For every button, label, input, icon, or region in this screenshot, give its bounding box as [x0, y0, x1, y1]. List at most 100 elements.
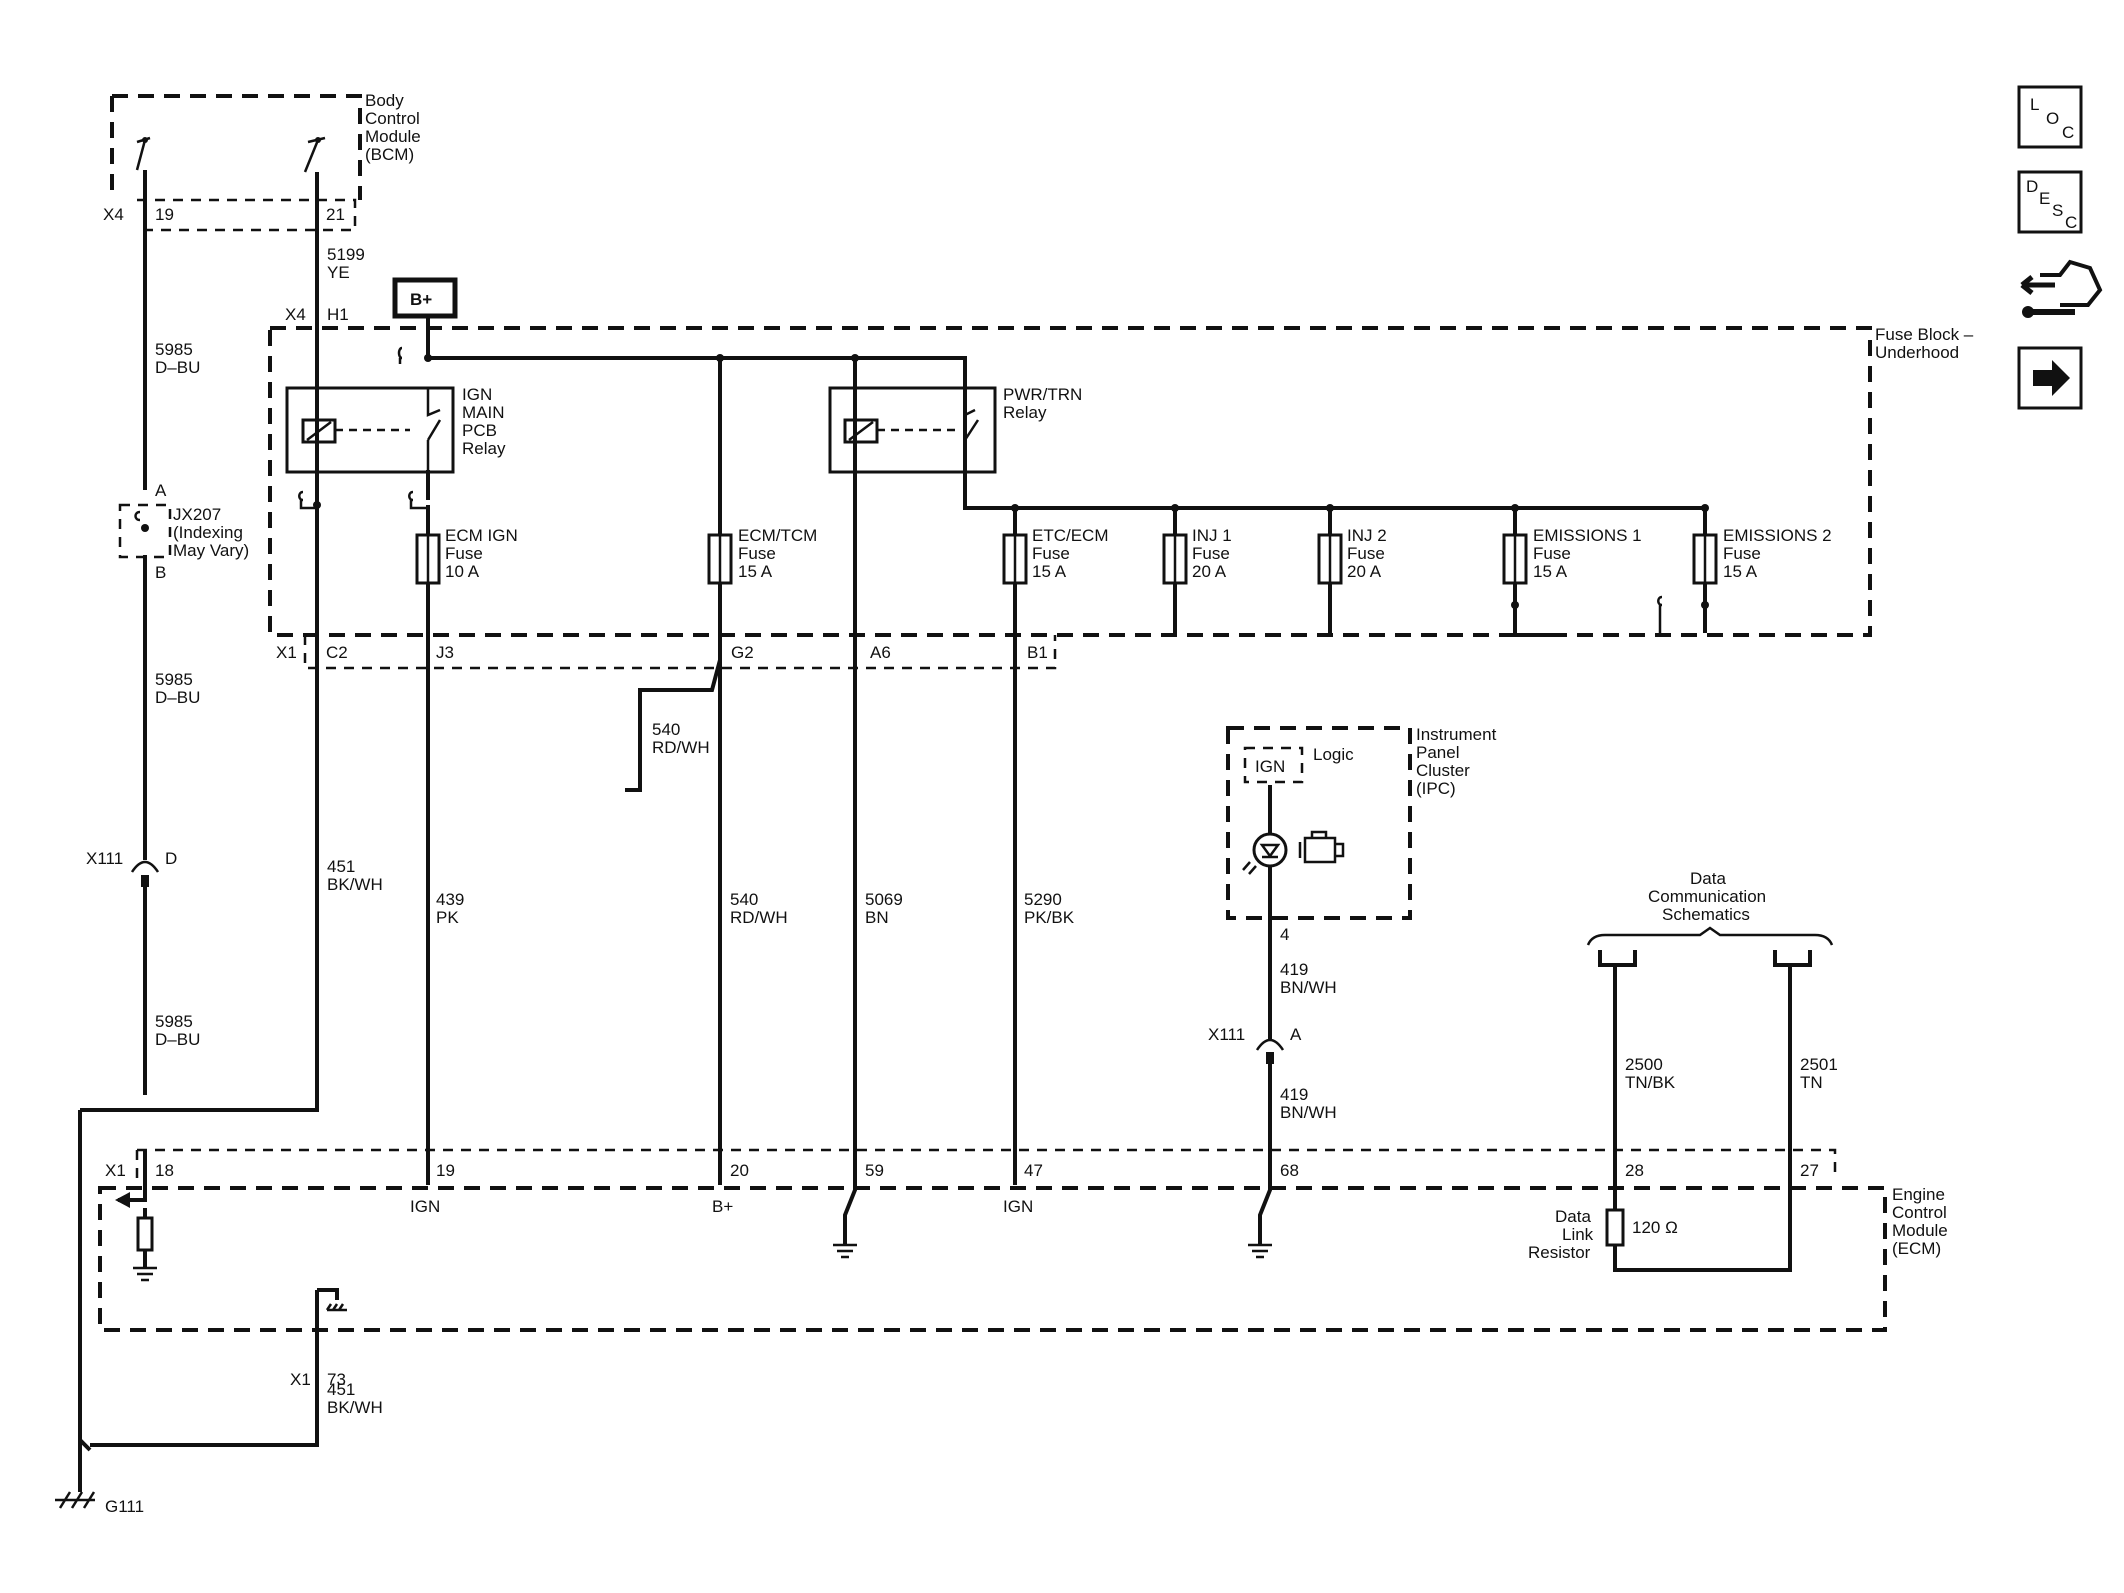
pwr-trn-relay: PWR/TRN Relay — [828, 385, 1082, 474]
pin-g2: G2 — [731, 643, 754, 662]
bcm-module: Body Control Module (BCM) X4 19 21 — [103, 91, 421, 232]
fuse-2-rating: 15 A — [738, 562, 773, 581]
ecm-label-2: Control — [1892, 1203, 1947, 1222]
data-comm-1: Data — [1690, 869, 1726, 888]
ecm-module: Engine Control Module (ECM) X1 18 19 20 … — [98, 1148, 1948, 1389]
fuse-1-name: ECM IGN — [445, 526, 518, 545]
fuse-7-kind: Fuse — [1723, 544, 1761, 563]
fuse-block-label-2: Underhood — [1875, 343, 1959, 362]
loc-o: O — [2046, 109, 2059, 128]
c419a-color: BN/WH — [1280, 978, 1337, 997]
c5290-color: PK/BK — [1024, 908, 1075, 927]
ign-relay-label-1: IGN — [462, 385, 492, 404]
fuse-2-kind: Fuse — [738, 544, 776, 563]
c439-num: 439 — [436, 890, 464, 909]
fuse-4-name: INJ 1 — [1192, 526, 1232, 545]
pin-19: 19 — [155, 205, 174, 224]
fuse-1-rating: 10 A — [445, 562, 480, 581]
c451-num: 451 — [327, 857, 355, 876]
ign-relay-label-4: Relay — [462, 439, 506, 458]
c2500-color: TN/BK — [1625, 1073, 1676, 1092]
bcm-label-1: Body — [365, 91, 404, 110]
desc-c: C — [2065, 213, 2077, 232]
connector-icon[interactable] — [2020, 259, 2103, 318]
c419a-num: 419 — [1280, 960, 1308, 979]
fuse-1-kind: Fuse — [445, 544, 483, 563]
fuse-4-rating: 20 A — [1192, 562, 1227, 581]
jx-pin-b: B — [155, 563, 166, 582]
nav-panel: L O C D E S C — [2017, 85, 2103, 410]
c419b-num: 419 — [1280, 1085, 1308, 1104]
pin-j3: J3 — [436, 643, 454, 662]
fuse-3-rating: 15 A — [1032, 562, 1067, 581]
loc-l: L — [2030, 95, 2039, 114]
g111-ground: G111 — [55, 1450, 144, 1516]
c5985c-num: 5985 — [155, 1012, 193, 1031]
desc-d: D — [2026, 177, 2038, 196]
resistor-label-1: Data — [1555, 1207, 1591, 1226]
pin-a6: A6 — [870, 643, 891, 662]
c5985a-num: 5985 — [155, 340, 193, 359]
engine-icon — [1298, 830, 1345, 864]
x111-pin-d: D — [165, 849, 177, 868]
ecm-label-3: Module — [1892, 1221, 1948, 1240]
bcm-label-4: (BCM) — [365, 145, 414, 164]
resistor-label-3: Resistor — [1528, 1243, 1591, 1262]
fuse-3-name: ETC/ECM — [1032, 526, 1109, 545]
connector-x4: X4 — [103, 205, 124, 224]
c5985c-color: D–BU — [155, 1030, 200, 1049]
ipc-module: IGN Logic Instrument Panel Cluster (IPC)… — [1226, 725, 1497, 944]
c451-color: BK/WH — [327, 875, 383, 894]
x111-ipc-label: X111 — [1208, 1025, 1245, 1044]
bcm-label-3: Module — [365, 127, 421, 146]
data-comm-3: Schematics — [1662, 905, 1750, 924]
x111-label: X111 — [86, 849, 123, 868]
fuse-7-rating: 15 A — [1723, 562, 1758, 581]
connector-x1-ecm: X1 — [105, 1161, 126, 1180]
ecm-pin-73: 73 — [327, 1370, 346, 1389]
fuse-6-kind: Fuse — [1533, 544, 1571, 563]
c5199-color: YE — [327, 263, 350, 282]
c2501-color: TN — [1800, 1073, 1823, 1092]
fuse-5-rating: 20 A — [1347, 562, 1382, 581]
ecm-pin-47: 47 — [1024, 1161, 1043, 1180]
c5199-num: 5199 — [327, 245, 365, 264]
jx207-label-3: May Vary) — [173, 541, 249, 560]
connector-x4-h: X4 — [285, 305, 306, 324]
ipc-ign: IGN — [1255, 757, 1285, 776]
fuse-block: Fuse Block – Underhood X4 H1 X1 C2 J3 G2… — [268, 305, 1974, 670]
ign-main-relay: IGN MAIN PCB Relay — [285, 385, 506, 510]
c451b-num: 451 — [327, 1380, 355, 1399]
c5069-color: BN — [865, 908, 889, 927]
pwr-relay-label-2: Relay — [1003, 403, 1047, 422]
jx-pin-a: A — [155, 481, 167, 500]
c540-stub-num: 540 — [652, 720, 680, 739]
c5985b-color: D–BU — [155, 688, 200, 707]
ecm-ign-1: IGN — [410, 1197, 440, 1216]
ecm-pin-68: 68 — [1280, 1161, 1299, 1180]
data-comm: Data Communication Schematics — [1586, 869, 1834, 967]
c2501-num: 2501 — [1800, 1055, 1838, 1074]
x111-ipc-pin-a: A — [1290, 1025, 1302, 1044]
ign-relay-label-2: MAIN — [462, 403, 505, 422]
loc-button[interactable]: L O C — [2017, 85, 2083, 149]
ecm-pin-19: 19 — [436, 1161, 455, 1180]
c5985b-num: 5985 — [155, 670, 193, 689]
c540-color: RD/WH — [730, 908, 788, 927]
pwr-relay-label-1: PWR/TRN — [1003, 385, 1082, 404]
c419b-color: BN/WH — [1280, 1103, 1337, 1122]
jx207-label-1: JX207 — [173, 505, 221, 524]
ipc-logic: Logic — [1313, 745, 1354, 764]
ipc-pin-4: 4 — [1280, 925, 1289, 944]
ecm-pin-59: 59 — [865, 1161, 884, 1180]
ipc-label-2: Panel — [1416, 743, 1459, 762]
desc-button[interactable]: D E S C — [2017, 170, 2083, 234]
fuses: ECM IGN Fuse 10 A ECM/TCM Fuse 15 A ETC/… — [415, 526, 1832, 633]
desc-e: E — [2039, 189, 2050, 208]
bplus-box: B+ — [392, 277, 458, 364]
ipc-label-4: (IPC) — [1416, 779, 1456, 798]
next-arrow-icon[interactable] — [2017, 346, 2083, 410]
fuse-4-kind: Fuse — [1192, 544, 1230, 563]
c540-num: 540 — [730, 890, 758, 909]
